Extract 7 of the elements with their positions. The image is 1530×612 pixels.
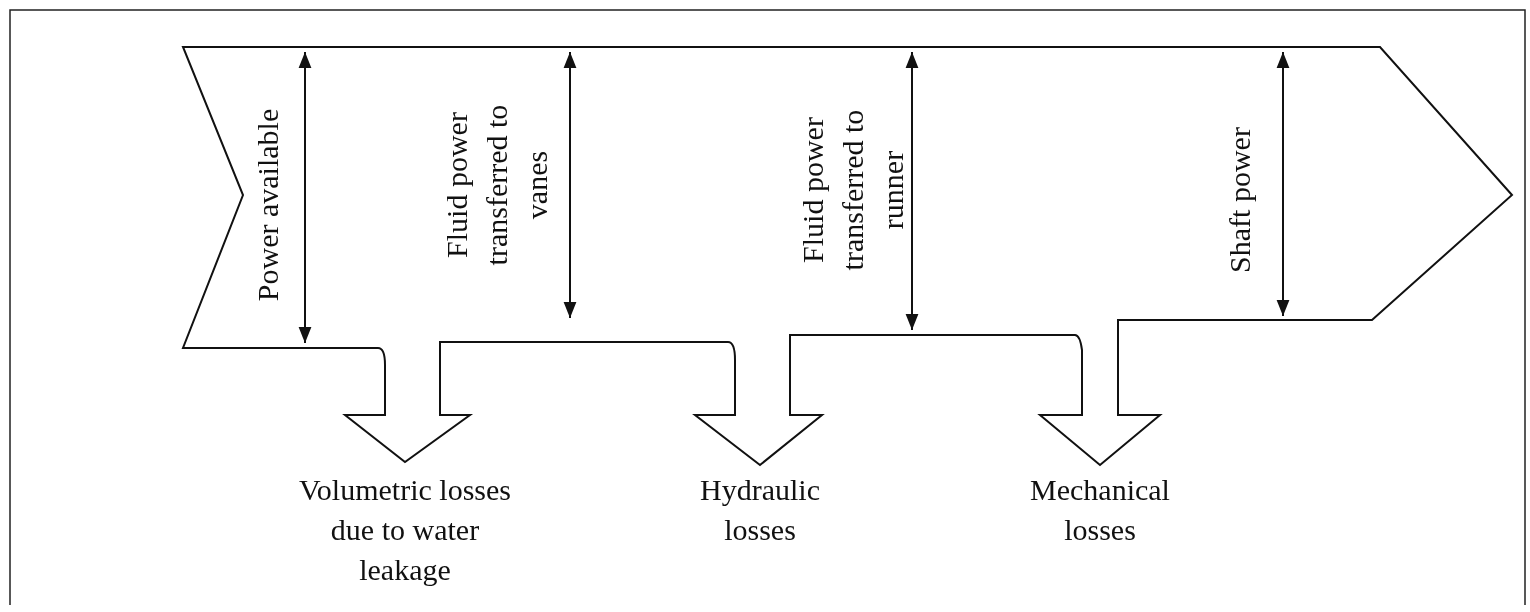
flow-label: Fluid power transferred to runner	[795, 108, 910, 273]
flow-label: Fluid power transferred to vanes	[439, 103, 554, 268]
loss-label: Hydraulic losses	[699, 472, 821, 548]
loss-label: Volumetric losses due to water leakage	[298, 472, 512, 588]
flow-label: Shaft power	[1222, 126, 1257, 275]
loss-label: Mechanical losses	[1029, 472, 1171, 548]
flow-label: Power available	[250, 107, 285, 304]
